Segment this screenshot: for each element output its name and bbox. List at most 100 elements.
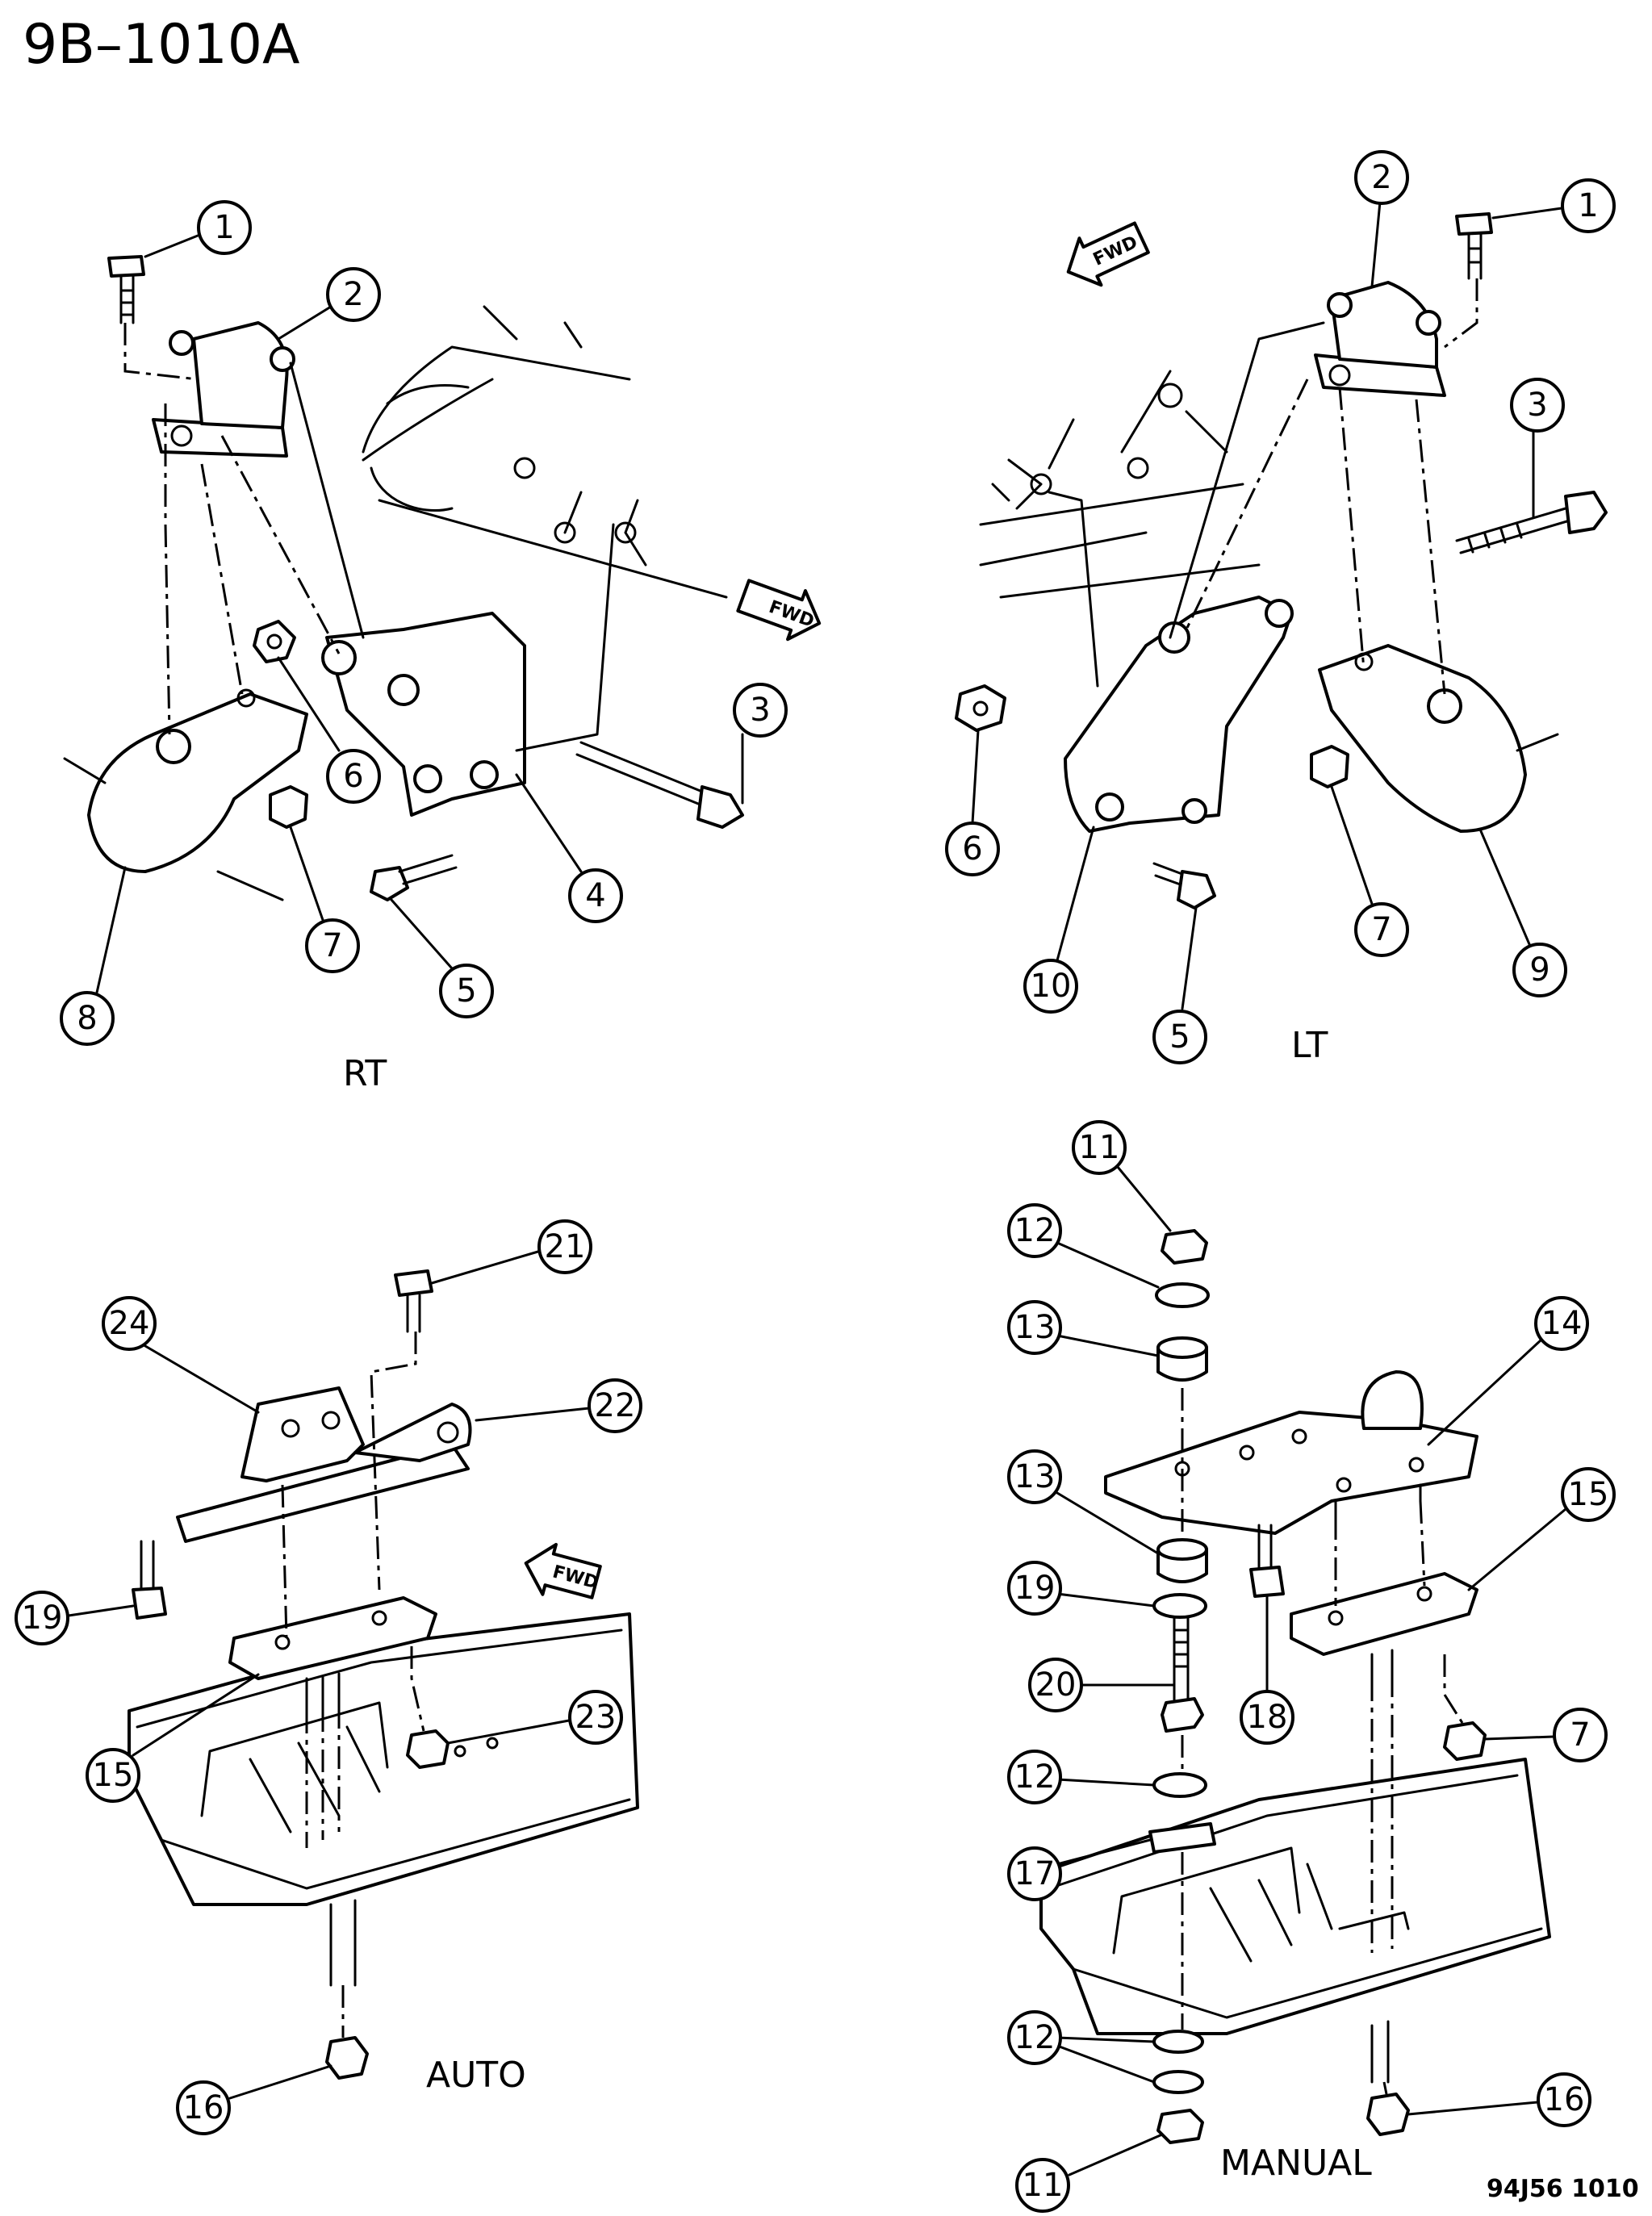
svg-text:16: 16 bbox=[1544, 2081, 1585, 2118]
svg-text:11: 11 bbox=[1023, 2167, 1064, 2204]
manual-transmission-bracket bbox=[1104, 1370, 1478, 1535]
callout-auto-15: 15 bbox=[86, 1673, 260, 1803]
svg-text:7: 7 bbox=[1570, 1716, 1590, 1754]
auto-alignment-line bbox=[370, 1332, 417, 1591]
svg-text:3: 3 bbox=[750, 692, 770, 729]
callout-auto-23: 23 bbox=[446, 1690, 623, 1745]
svg-text:5: 5 bbox=[1169, 1018, 1190, 1056]
callout-auto-24: 24 bbox=[102, 1296, 260, 1414]
callout-lt-3: 3 bbox=[1510, 378, 1565, 518]
svg-text:12: 12 bbox=[1014, 1212, 1056, 1249]
diagram-title: 9B–1010A bbox=[23, 13, 300, 77]
manual-stud-stack bbox=[1148, 1229, 1216, 2144]
callout-manual-20: 20 bbox=[1028, 1658, 1176, 1712]
callout-manual-17: 17 bbox=[1007, 1838, 1152, 1901]
view-label-manual: MANUAL bbox=[1220, 2143, 1372, 2184]
callout-manual-13-top: 13 bbox=[1007, 1300, 1160, 1357]
callout-auto-22: 22 bbox=[475, 1378, 642, 1433]
svg-text:18: 18 bbox=[1247, 1699, 1288, 1736]
auto-bolt-21 bbox=[394, 1269, 433, 1333]
lt-alignment-line bbox=[1338, 387, 1366, 671]
callout-manual-15: 15 bbox=[1467, 1467, 1616, 1591]
callout-rt-4: 4 bbox=[515, 773, 623, 923]
callout-manual-12-top: 12 bbox=[1007, 1203, 1160, 1289]
callout-lt-10: 10 bbox=[1023, 826, 1095, 1014]
lt-lower-cushion bbox=[1318, 644, 1559, 833]
lt-bolt-5 bbox=[1152, 862, 1216, 909]
view-label-auto: AUTO bbox=[426, 2055, 526, 2096]
callout-auto-19: 19 bbox=[15, 1591, 135, 1645]
manual-crossmember bbox=[1039, 1758, 1551, 2084]
callout-lt-1: 1 bbox=[1491, 178, 1616, 233]
manual-insulator bbox=[1290, 1572, 1478, 1680]
lt-nut-6 bbox=[955, 684, 1006, 732]
auto-alignment-line bbox=[281, 1484, 288, 1639]
view-label-rt: RT bbox=[343, 1053, 387, 1094]
lt-view: FWD bbox=[945, 150, 1616, 1066]
svg-text:17: 17 bbox=[1014, 1855, 1056, 1892]
rt-leader-line bbox=[515, 523, 615, 752]
callout-manual-13-lower: 13 bbox=[1007, 1449, 1160, 1555]
svg-text:15: 15 bbox=[93, 1757, 134, 1794]
callout-auto-21: 21 bbox=[430, 1219, 592, 1285]
svg-text:22: 22 bbox=[595, 1387, 636, 1424]
svg-text:13: 13 bbox=[1014, 1309, 1056, 1346]
callout-rt-7: 7 bbox=[289, 826, 360, 973]
lt-alignment-line bbox=[1444, 278, 1478, 349]
auto-transmission-bracket bbox=[176, 1386, 472, 1543]
callout-manual-19: 18 bbox=[1240, 1595, 1294, 1745]
svg-text:12: 12 bbox=[1014, 1758, 1056, 1796]
callout-lt-2: 2 bbox=[1354, 150, 1409, 288]
manual-alignment-line bbox=[1382, 2081, 1388, 2095]
rt-alignment-line bbox=[164, 403, 171, 735]
callout-manual-12-mid: 12 bbox=[1007, 1750, 1156, 1804]
auto-alignment-line bbox=[305, 1706, 341, 1848]
svg-text:15: 15 bbox=[1568, 1476, 1609, 1513]
svg-text:14: 14 bbox=[1541, 1305, 1583, 1342]
rt-lower-cushion bbox=[63, 688, 308, 901]
rt-engine-outline bbox=[362, 305, 728, 599]
callout-rt-6: 6 bbox=[277, 656, 381, 804]
callout-auto-16: 16 bbox=[176, 2064, 332, 2135]
auto-alignment-line bbox=[410, 1646, 425, 1732]
rt-nut-7 bbox=[269, 785, 308, 829]
svg-text:2: 2 bbox=[343, 276, 363, 313]
lt-bolt-1 bbox=[1455, 212, 1493, 280]
rt-leader-line bbox=[289, 362, 365, 639]
callout-manual-7: 7 bbox=[1483, 1708, 1608, 1762]
lt-nut-7 bbox=[1310, 745, 1349, 788]
svg-text:20: 20 bbox=[1035, 1666, 1077, 1704]
svg-text:23: 23 bbox=[575, 1699, 617, 1736]
auto-bolt-19 bbox=[132, 1540, 167, 1620]
svg-text:11: 11 bbox=[1079, 1129, 1120, 1166]
lt-upper-insulator bbox=[1314, 281, 1446, 397]
callout-lt-5: 5 bbox=[1152, 906, 1207, 1064]
auto-nut-23 bbox=[406, 1729, 450, 1769]
rt-alignment-line bbox=[220, 435, 341, 654]
manual-nut-7 bbox=[1443, 1721, 1487, 1761]
svg-text:6: 6 bbox=[962, 830, 982, 868]
view-label-lt: LT bbox=[1291, 1025, 1328, 1066]
lt-leader-line bbox=[1169, 321, 1325, 639]
lt-engine-outline bbox=[979, 370, 1261, 599]
callout-manual-11-bottom: 11 bbox=[1015, 2133, 1164, 2213]
svg-text:2: 2 bbox=[1371, 159, 1391, 196]
svg-text:3: 3 bbox=[1527, 387, 1547, 424]
rt-through-bolt bbox=[575, 741, 744, 829]
rt-bolt-5 bbox=[370, 854, 458, 901]
figure-code: 94J56 1010 bbox=[1487, 2175, 1639, 2203]
manual-nut-16 bbox=[1366, 2093, 1410, 2136]
callout-manual-12-bottom: 12 bbox=[1007, 2010, 1156, 2084]
lt-through-bolt bbox=[1455, 491, 1608, 554]
manual-view: 11 12 13 14 13 15 19 20 bbox=[1007, 1120, 1616, 2213]
callout-lt-7: 7 bbox=[1330, 785, 1409, 957]
auto-fwd-arrow: FWD bbox=[524, 1542, 602, 1599]
svg-text:13: 13 bbox=[1014, 1458, 1056, 1495]
rt-alignment-line bbox=[200, 463, 244, 695]
callout-manual-14: 14 bbox=[1427, 1296, 1589, 1446]
callout-manual-16: 16 bbox=[1407, 2072, 1591, 2127]
svg-text:8: 8 bbox=[77, 1000, 97, 1037]
callout-rt-8: 8 bbox=[60, 866, 127, 1046]
rt-view: FWD bbox=[60, 200, 822, 1094]
